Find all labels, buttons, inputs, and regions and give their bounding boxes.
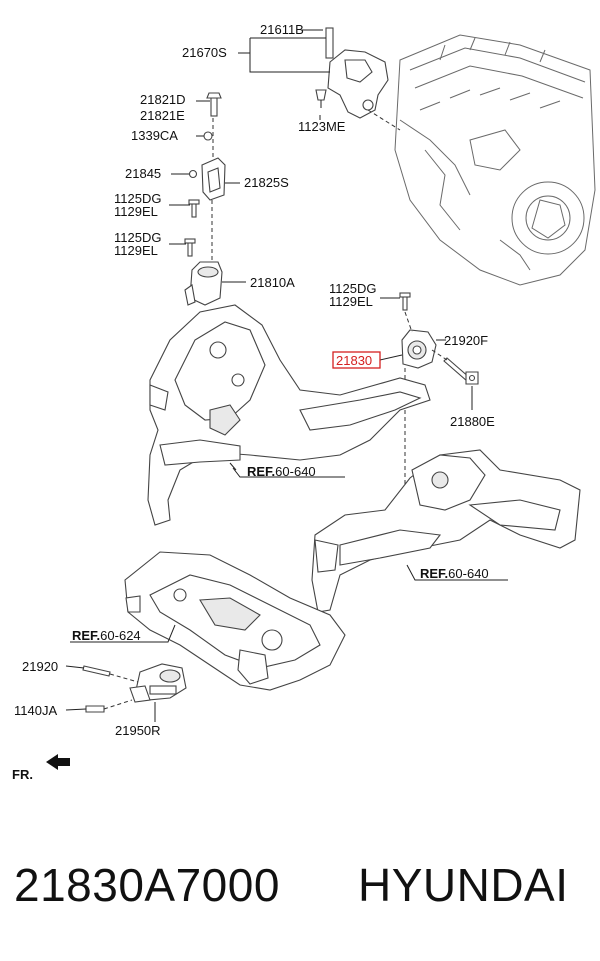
label-21950r: 21950R (115, 723, 161, 738)
leader-dashed (367, 109, 401, 131)
front-direction-label: FR. (12, 767, 33, 782)
ref-label-1: REF.60-640 (247, 464, 316, 479)
leader-lines (65, 29, 508, 722)
label-21821e: 21821E (140, 108, 185, 123)
leader-dashed (404, 311, 413, 333)
label-21845: 21845 (125, 166, 161, 181)
left-side-member (147, 304, 431, 526)
mount-21830 (401, 329, 437, 369)
washer-1339ca (203, 131, 213, 141)
label-21821d: 21821D (140, 92, 186, 107)
bolt-1140ja (85, 705, 105, 713)
bolt-1125dg-b (184, 238, 196, 257)
ref-label-2: REF.60-640 (420, 566, 489, 581)
roll-stopper-21950r (129, 663, 187, 703)
bolt-21920 (82, 665, 111, 677)
label-21670s: 21670S (182, 45, 227, 60)
label-21830: 21830 (336, 353, 372, 368)
label-21825s: 21825S (244, 175, 289, 190)
bolt-1125dg-c (399, 292, 411, 311)
label-21611b: 21611B (260, 22, 304, 37)
bracket-21825s (201, 157, 226, 201)
front-subframe (124, 551, 346, 691)
leader-dashed (103, 699, 133, 710)
ref-label-3: REF.60-624 (72, 628, 141, 643)
label-1129el-b: 1129EL (114, 243, 158, 258)
bolt-1125dg-a (188, 199, 200, 218)
part-number: 21830A7000 (14, 859, 280, 911)
label-1339ca: 1339CA (131, 128, 178, 143)
washer-21880e (465, 371, 479, 385)
label-21920: 21920 (22, 659, 58, 674)
label-1125dg-a: 1125DG (114, 191, 161, 206)
right-side-member (311, 449, 581, 613)
label-21810a: 21810A (250, 275, 295, 290)
label-21880e: 21880E (450, 414, 495, 429)
mount-bracket-21670s (315, 27, 389, 119)
engine-block-illustration (394, 34, 596, 286)
nut-21845 (188, 169, 198, 179)
front-direction-arrow-icon (46, 754, 70, 770)
label-1123me: 1123ME (298, 119, 346, 134)
label-1129el-c: 1129EL (329, 294, 373, 309)
label-21920f: 21920F (444, 333, 488, 348)
label-1125dg-c: 1125DG (329, 281, 376, 296)
label-1129el-a: 1129EL (114, 204, 158, 219)
label-1140ja: 1140JA (14, 703, 57, 718)
footer: 21830A7000 HYUNDAI (0, 858, 600, 928)
label-1125dg-b: 1125DG (114, 230, 161, 245)
fastener-21821d (206, 92, 222, 117)
leader-dashed (109, 673, 139, 683)
brand-name: HYUNDAI (358, 859, 569, 911)
highlight-box-21830 (332, 351, 381, 369)
mount-21810a (184, 261, 228, 306)
leader-dashed (431, 349, 448, 361)
